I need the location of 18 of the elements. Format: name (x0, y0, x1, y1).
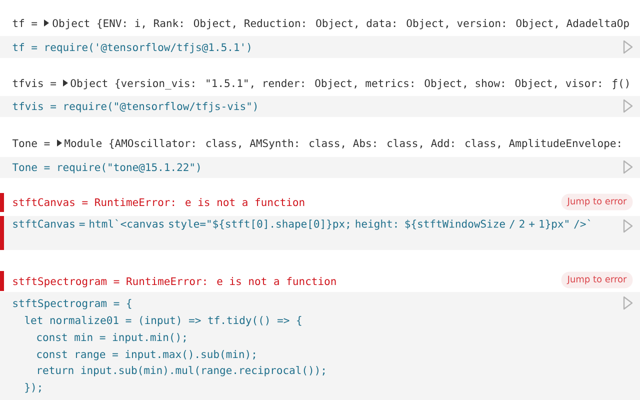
code-line: return input.sub(min).mul(range.reciprocal()); (38, 366, 324, 376)
output-text: tf = (12, 19, 38, 27)
code-line: tf = require('@tensorflow/tfjs@1.5.1') (12, 42, 250, 54)
code-line: stftSpectrogram = { (13, 299, 132, 310)
error-message: stftCanvas = RuntimeError: e is not a function (13, 198, 304, 206)
output-text: Object {version_vis: "1.5.1", render: Object, metrics: Object, show: Object, visor: ƒ() (70, 79, 628, 90)
code-line: }); (25, 383, 41, 393)
output-text: tfvis = (12, 79, 56, 88)
output-text: Tone = (12, 139, 50, 148)
code-line: let normalize01 = (input) => tf.tidy(() => { (25, 316, 302, 326)
output-text: Module {AMOscillator: class, AMSynth: class, Abs: class, Add: class, AmplitudeEnvelope: (64, 138, 620, 150)
code-line: Tone = require("tone@15.1.22") (12, 163, 200, 174)
code-line: stftCanvas = html`<canvas style="${stft[0].shape[0]}px; height: ${stftWindowSize / 2 + 1}px" />` (13, 219, 590, 230)
code-line: tfvis = require("@tensorflow/tfjs-vis") (12, 102, 257, 112)
error-message: stftSpectrogram = RuntimeError: e is not a function (13, 277, 336, 288)
code-line: const range = input.max().sub(min); (37, 350, 255, 360)
code-line: const min = input.min(); (37, 333, 186, 344)
output-text: Object {ENV: i, Rank: Object, Reduction: Object, data: Object, version: Object, AdadeltaOp (52, 18, 629, 30)
